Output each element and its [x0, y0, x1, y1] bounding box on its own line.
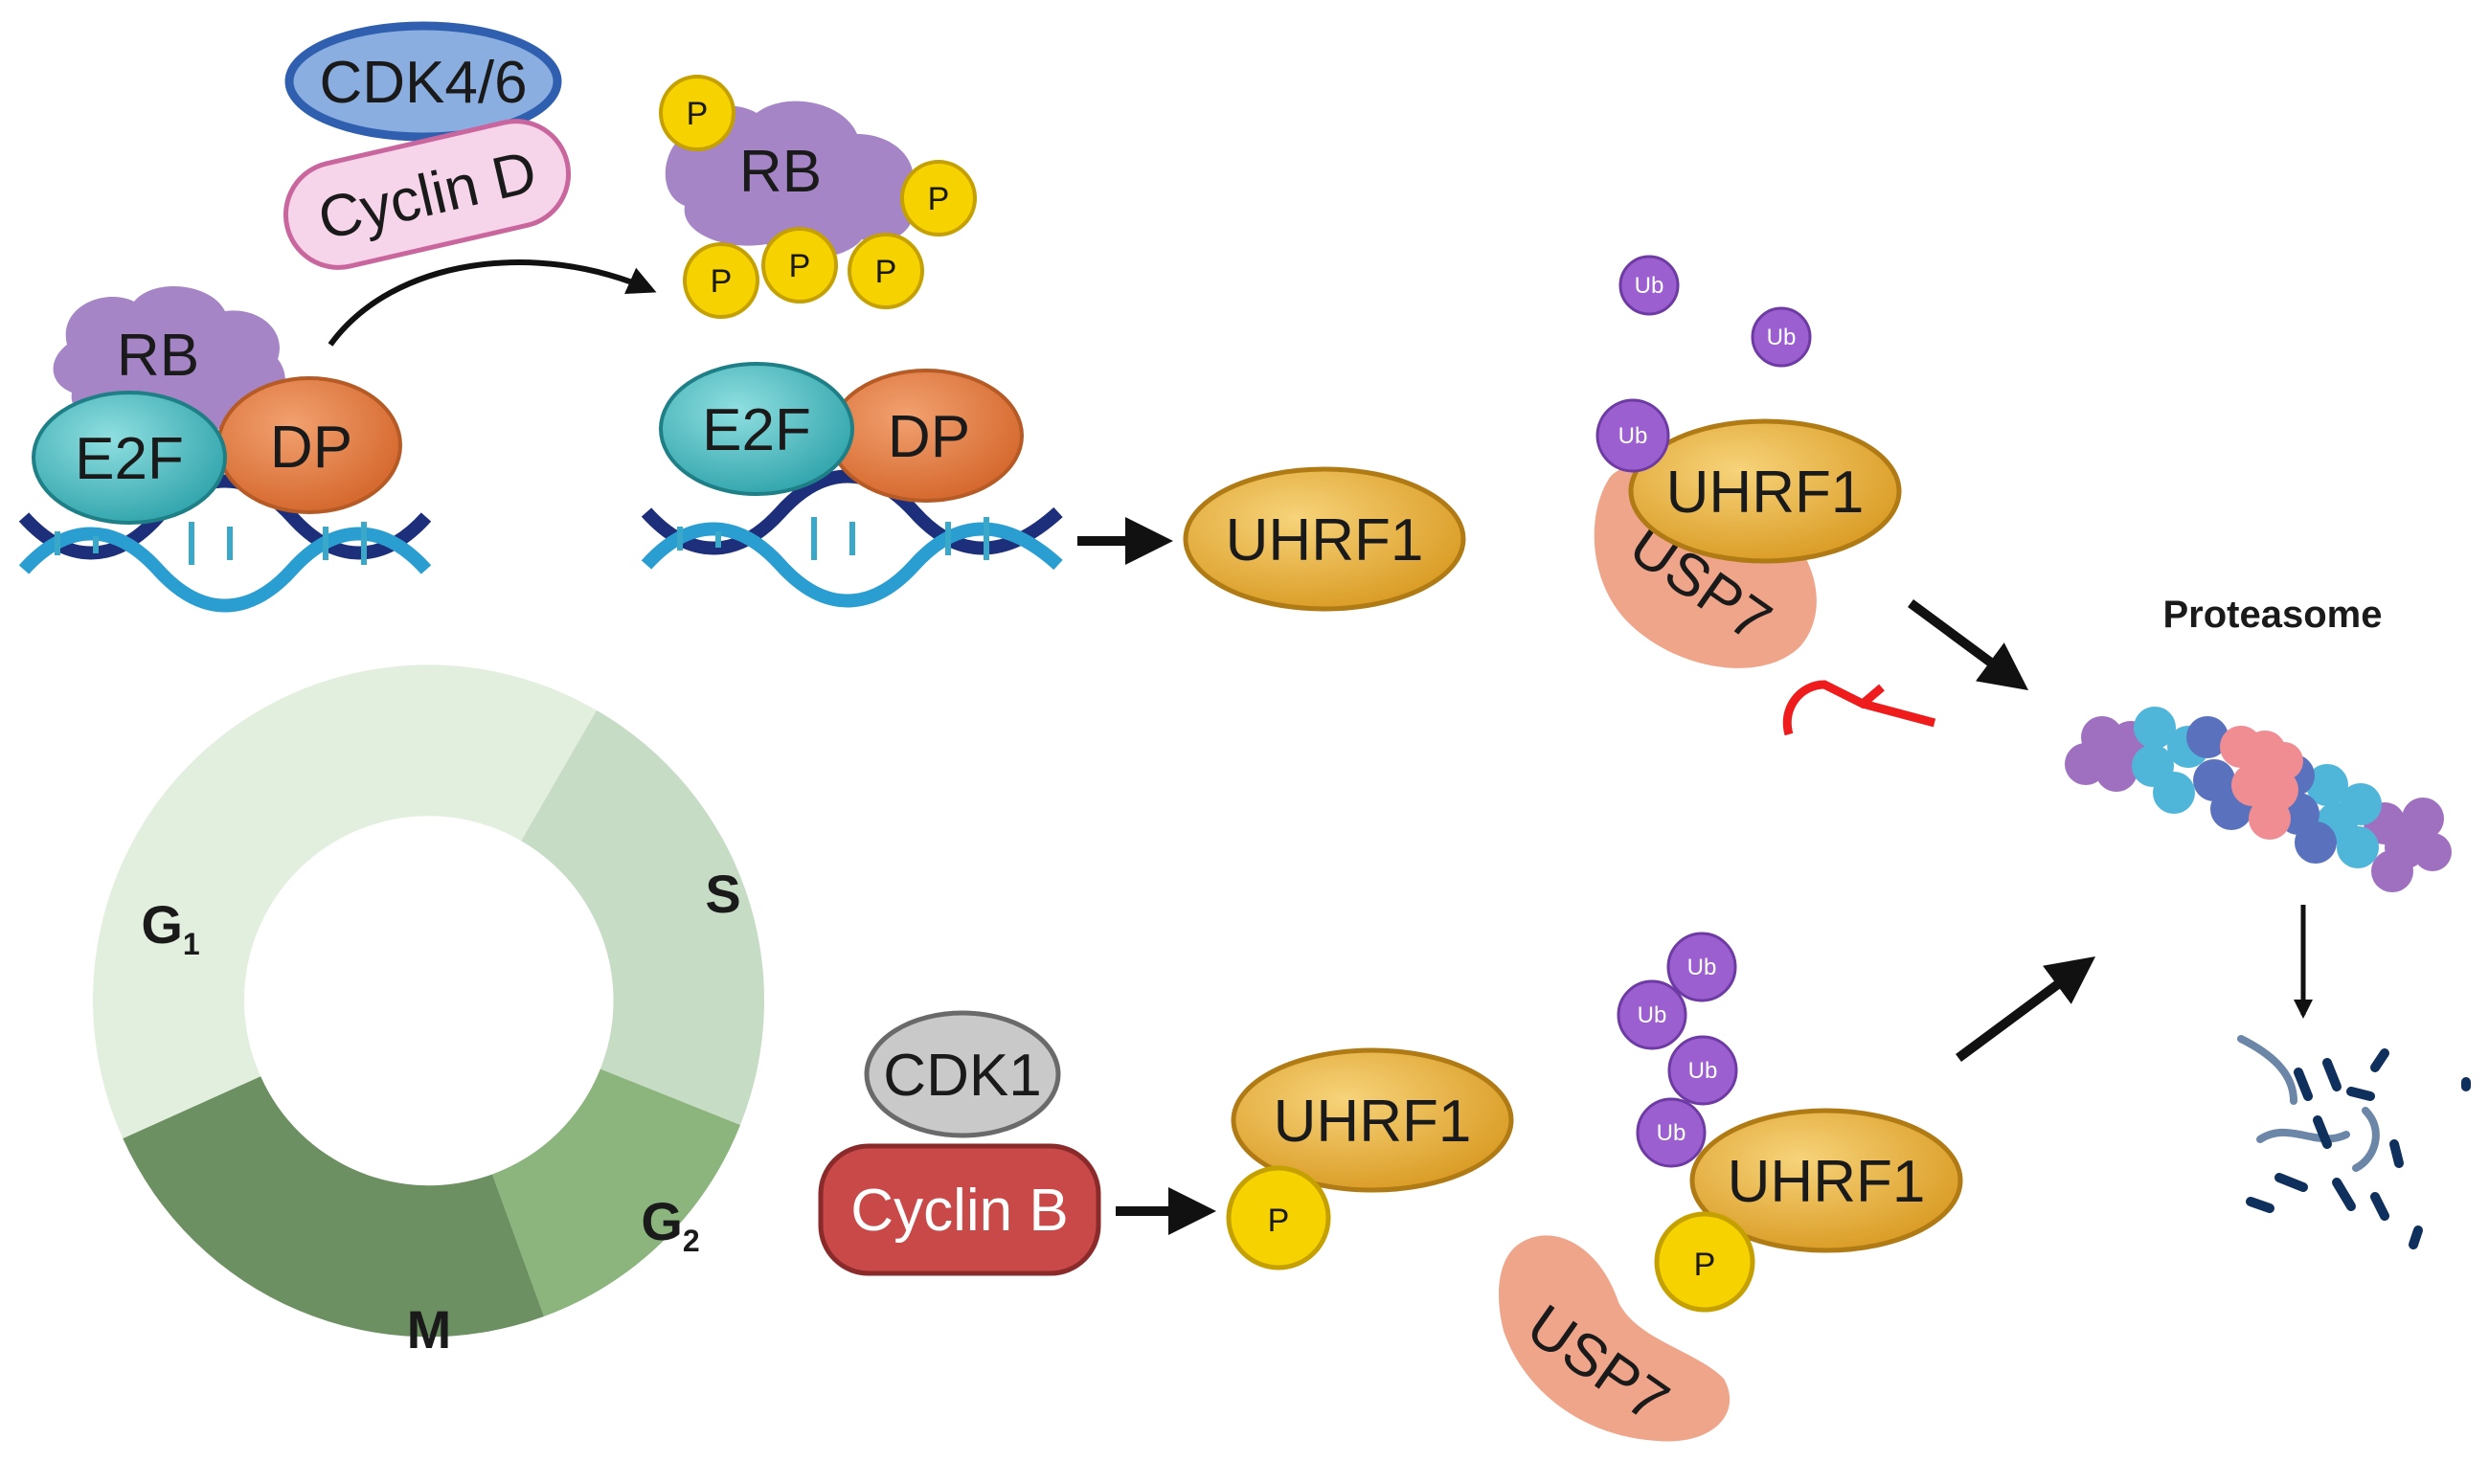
- uhrf1-protein-phospho: UHRF1: [1231, 1047, 1514, 1193]
- dp-label-left: DP: [270, 415, 352, 481]
- phosphate-group: P: [683, 242, 759, 319]
- e2f-protein-right: E2F: [659, 362, 854, 496]
- uhrf1-label-stabilized: UHRF1: [1666, 460, 1865, 526]
- ubiquitin-chain: Ub Ub Ub Ub: [1617, 932, 1738, 1168]
- e2f-label-right: E2F: [702, 397, 811, 463]
- dp-protein-left: DP: [216, 376, 402, 514]
- svg-text:Ub: Ub: [1618, 423, 1648, 449]
- svg-text:P: P: [711, 263, 733, 300]
- cdk46-protein: CDK4/6: [284, 21, 562, 142]
- dna-helix-left: [18, 474, 432, 613]
- uhrf1-protein-induced: UHRF1: [1183, 466, 1466, 612]
- phosphate-group: P: [848, 233, 924, 309]
- rb-protein-phospho: RB: [665, 101, 914, 259]
- svg-text:P: P: [789, 248, 811, 284]
- inhibition-symbol: [1782, 680, 1936, 736]
- phosphate-group: P: [1226, 1165, 1331, 1270]
- cell-cycle-ring: [93, 664, 765, 1338]
- phosphate-group: P: [900, 160, 977, 236]
- svg-text:Ub: Ub: [1657, 1120, 1686, 1146]
- dna-helix-right: [641, 469, 1063, 608]
- svg-text:P: P: [687, 96, 709, 132]
- uhrf1-label: UHRF1: [1226, 507, 1424, 573]
- proteasome-complex: [2065, 707, 2452, 892]
- cdk46-label: CDK4/6: [319, 50, 527, 116]
- peptide-fragments: [2237, 1035, 2471, 1249]
- uhrf1-label-phospho: UHRF1: [1274, 1089, 1472, 1155]
- rb-label-left: RB: [117, 323, 199, 389]
- proteasome-label: Proteasome: [2163, 594, 2383, 636]
- phase-s-segment: [521, 709, 765, 1125]
- phosphate-group: P: [761, 227, 838, 304]
- uhrf1-label-ubiquitinated: UHRF1: [1728, 1149, 1926, 1215]
- phase-g1-segment: [93, 664, 597, 1139]
- rb-label-phospho: RB: [739, 139, 822, 205]
- ubiquitin-free: Ub: [1618, 255, 1680, 316]
- degradation-arrow-top: [1908, 598, 2029, 690]
- uhrf1-protein-stabilized: UHRF1: [1628, 418, 1902, 564]
- cdk1-protein: CDK1: [864, 1010, 1061, 1138]
- phosphorylation-arrow: [328, 259, 657, 347]
- svg-text:P: P: [1694, 1247, 1716, 1283]
- cyclin-b-protein: Cyclin B: [818, 1143, 1101, 1276]
- phase-g2-segment: [492, 1068, 740, 1316]
- svg-text:Ub: Ub: [1635, 273, 1664, 299]
- phase-g2-label: G2: [641, 1191, 699, 1258]
- dp-label-right: DP: [888, 404, 970, 470]
- svg-text:Ub: Ub: [1638, 1002, 1667, 1028]
- phase-g1-label: G1: [141, 894, 199, 961]
- svg-text:Ub: Ub: [1688, 1058, 1718, 1084]
- cdk1-label: CDK1: [883, 1043, 1041, 1109]
- phase-s-label: S: [705, 864, 740, 924]
- phase-m-label: M: [407, 1299, 452, 1360]
- svg-text:Ub: Ub: [1687, 955, 1717, 980]
- svg-text:P: P: [928, 181, 950, 217]
- phase-m-segment: [123, 1076, 544, 1338]
- svg-text:P: P: [1268, 1203, 1290, 1239]
- cyclin-b-label: Cyclin B: [850, 1178, 1068, 1244]
- phosphate-group: P: [659, 75, 735, 151]
- degradation-arrow-bottom: [1956, 956, 2096, 1063]
- svg-text:Ub: Ub: [1767, 325, 1797, 350]
- ubiquitin-free: Ub: [1751, 306, 1812, 368]
- dp-protein-right: DP: [828, 369, 1024, 503]
- uhrf1-protein-ubiquitinated: UHRF1: [1689, 1108, 1963, 1253]
- phosphate-group: P: [1654, 1211, 1755, 1313]
- e2f-label-left: E2F: [75, 426, 184, 492]
- svg-text:P: P: [875, 254, 897, 290]
- ubiquitin-attached: Ub: [1595, 398, 1670, 473]
- e2f-protein-left: E2F: [32, 391, 227, 525]
